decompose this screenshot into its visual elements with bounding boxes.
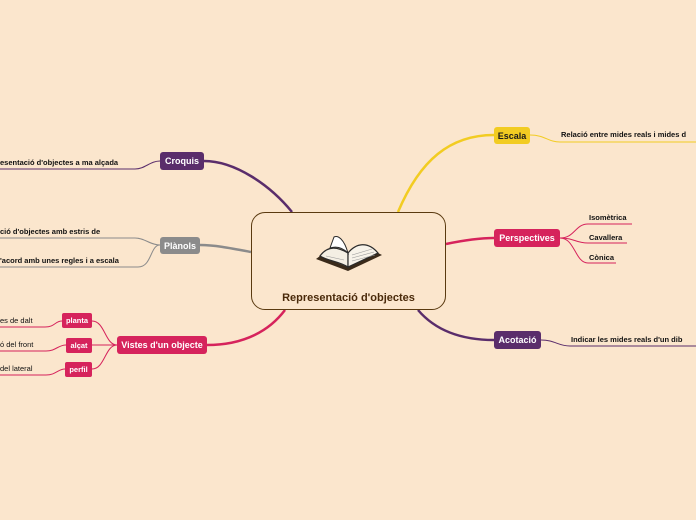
link-perfil-text [0, 368, 66, 376]
node-escala[interactable]: Escala [494, 127, 530, 144]
link-persp-cav [559, 237, 627, 244]
node-planta[interactable]: planta [62, 313, 92, 328]
link-planols-item2 [0, 244, 161, 268]
node-perfil[interactable]: perfil [65, 362, 92, 377]
link-central-croquis [203, 159, 293, 213]
link-croquis-item [0, 160, 161, 170]
node-perspectives[interactable]: Perspectives [494, 229, 560, 247]
perfil-text: del lateral [0, 364, 33, 373]
planta-text: es de dalt [0, 316, 33, 325]
node-alcat[interactable]: alçat [66, 338, 92, 353]
node-vistes[interactable]: Vistes d'un objecte [117, 336, 207, 354]
persp-cavallera: Cavallera [589, 233, 623, 242]
link-alcat-text [0, 344, 67, 352]
link-central-escala [396, 133, 495, 213]
croquis-item-1: esentació d'objectes a ma alçada [0, 158, 119, 167]
escala-item-1: Relació entre mides reals i mides d [561, 130, 687, 139]
link-vistes-perfil [91, 344, 118, 370]
alcat-text: ó del front [0, 340, 34, 349]
link-acotacio-item [540, 339, 696, 347]
node-planols[interactable]: Plànols [160, 237, 200, 254]
link-central-acotacio [417, 309, 495, 342]
central-topic[interactable]: Representació d'objectes [251, 212, 446, 310]
link-persp-con [559, 237, 616, 264]
link-central-perspectives [445, 236, 495, 246]
planols-item-2: 'acord amb unes regles i a escala [0, 256, 119, 265]
link-central-planols [199, 243, 252, 254]
persp-isometrica: Isomètrica [589, 213, 627, 222]
persp-conica: Cònica [589, 253, 615, 262]
link-persp-iso [559, 223, 632, 239]
link-vistes-planta [91, 320, 118, 346]
link-escala-item [529, 134, 696, 143]
central-title: Representació d'objectes [282, 292, 415, 304]
node-croquis[interactable]: Croquis [160, 152, 204, 170]
link-central-vistes [206, 309, 286, 347]
acotacio-item-1: Indicar les mides reals d'un dib [571, 335, 683, 344]
link-planta-text [0, 320, 63, 328]
open-book-icon [316, 236, 382, 271]
node-acotacio[interactable]: Acotació [494, 331, 541, 349]
planols-item-1: ció d'objectes amb estris de [0, 227, 101, 236]
link-planols-item1 [0, 237, 161, 246]
